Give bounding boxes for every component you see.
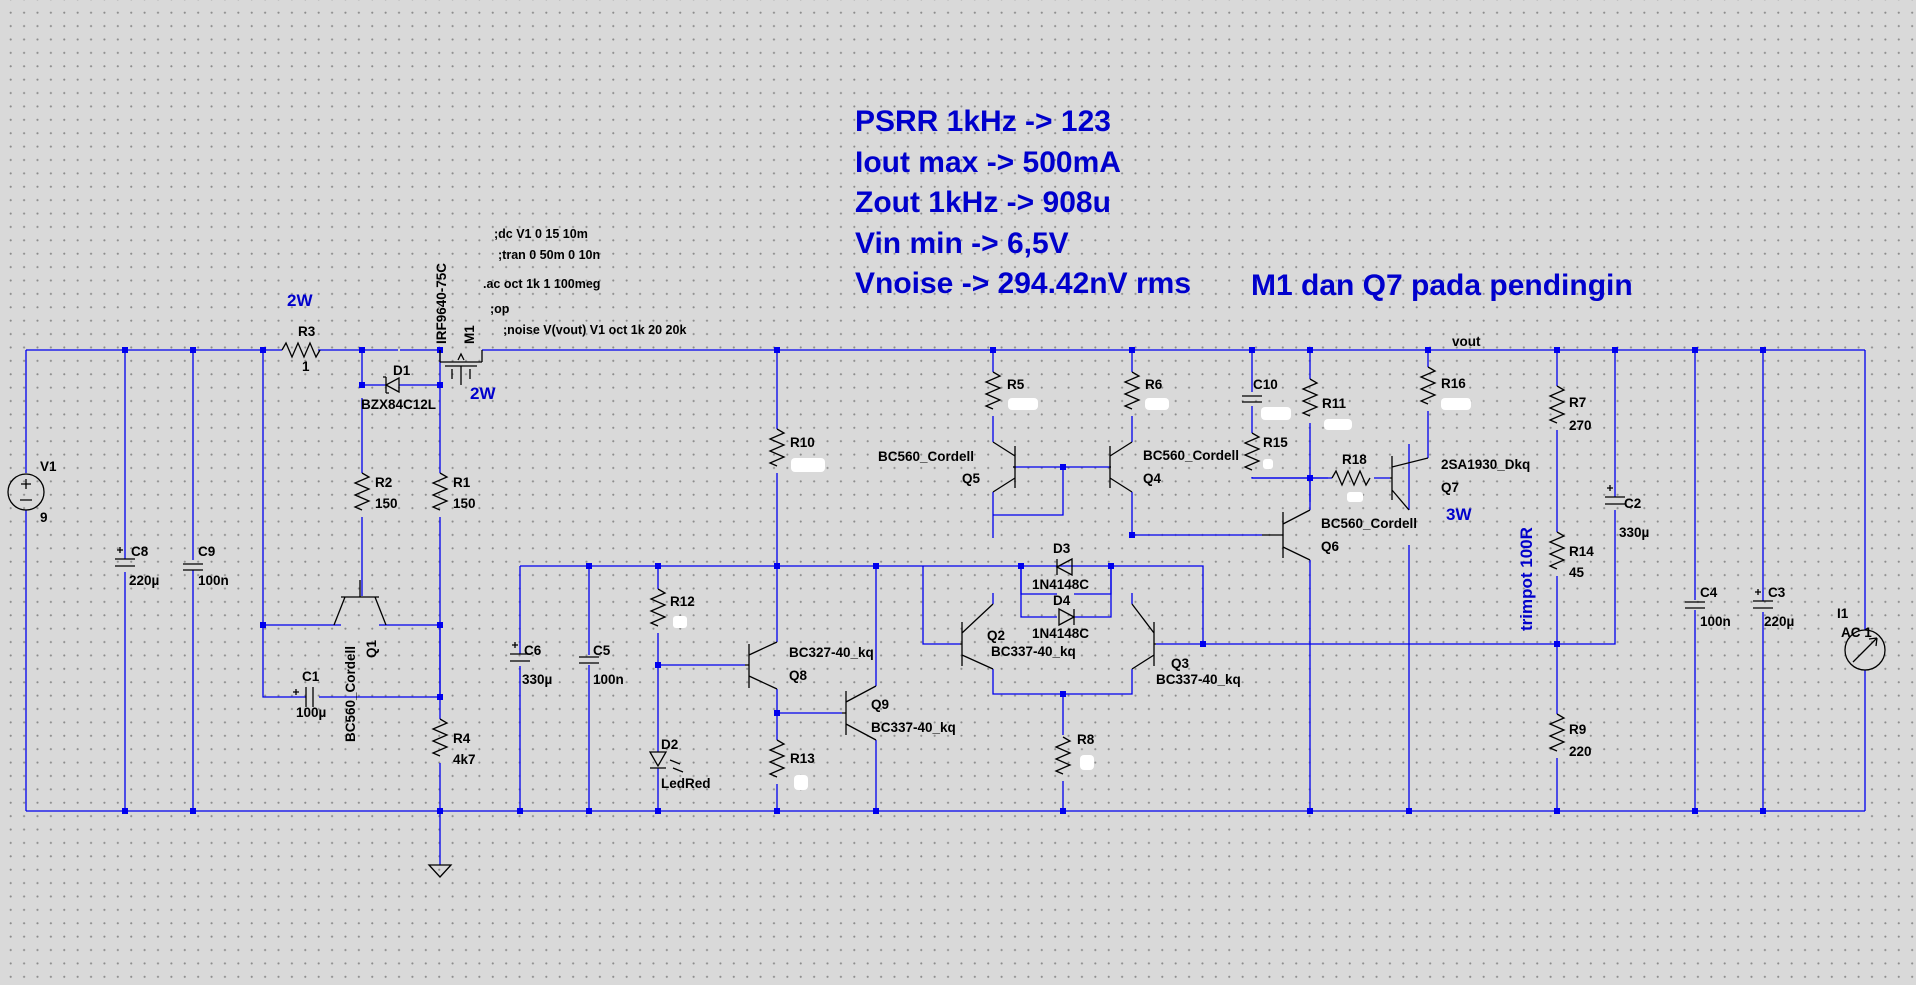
q7-value: 2SA1930_Dkq	[1441, 457, 1530, 472]
c9-name: C9	[198, 544, 215, 559]
r15-name: R15	[1263, 435, 1288, 450]
d3-value: 1N4148C	[1032, 577, 1089, 592]
d1-name: D1	[393, 363, 411, 378]
c4-value: 100n	[1700, 614, 1731, 629]
d2-value: LedRed	[661, 776, 711, 791]
r10-name: R10	[790, 435, 815, 450]
c6-name: C6	[524, 643, 542, 658]
r18-name: R18	[1342, 452, 1367, 467]
spec-psrr: PSRR 1kHz -> 123	[855, 105, 1111, 138]
r3-value: 1	[302, 359, 310, 374]
spec-vin: Vin min -> 6,5V	[855, 227, 1069, 260]
q5-name: Q5	[962, 471, 981, 486]
c2-name: C2	[1624, 496, 1641, 511]
q6-name: Q6	[1321, 539, 1340, 554]
r9-value: 220	[1569, 744, 1592, 759]
power-notes: 2W 2W 3W trimpot 100R vout	[287, 291, 1536, 631]
directive-ac: .ac oct 1k 1 100meg	[483, 277, 600, 291]
m1-name: M1	[462, 325, 477, 344]
q1-value: BC560_Cordell	[343, 646, 358, 742]
directive-tran: ;tran 0 50m 0 10n	[498, 248, 600, 262]
r11-name: R11	[1322, 396, 1347, 411]
q5-value: BC560_Cordell	[878, 449, 974, 464]
q7-name: Q7	[1441, 480, 1459, 495]
r2-name: R2	[375, 475, 392, 490]
net-vout-label: vout	[1452, 334, 1481, 349]
r14-name: R14	[1569, 544, 1594, 559]
spice-directives: ;dc V1 0 15 10m ;tran 0 50m 0 10n .ac oc…	[483, 227, 686, 337]
r5-name: R5	[1007, 377, 1025, 392]
r7-name: R7	[1569, 395, 1586, 410]
r4-value: 4k7	[453, 752, 476, 767]
junctions	[122, 347, 1766, 814]
q2-value: BC337-40_kq	[991, 644, 1076, 659]
d4-value: 1N4148C	[1032, 626, 1089, 641]
c2-value: 330µ	[1619, 525, 1649, 540]
spec-vnoise: Vnoise -> 294.42nV rms	[855, 267, 1191, 300]
q9-value: BC337-40_kq	[871, 720, 956, 735]
v1-value: 9	[40, 510, 48, 525]
q3-value: BC337-40_kq	[1156, 672, 1241, 687]
spec-notes: PSRR 1kHz -> 123 Iout max -> 500mA Zout …	[855, 105, 1633, 302]
q8-value: BC327-40_kq	[789, 645, 874, 660]
component-labels: V1 9 C8 220µ C9 100n R3 1 D1 BZX84C12L M…	[40, 263, 1872, 791]
d1-value: BZX84C12L	[361, 397, 436, 412]
c1-name: C1	[302, 669, 320, 684]
d2-name: D2	[661, 737, 678, 752]
r2-value: 150	[375, 496, 398, 511]
c3-value: 220µ	[1764, 614, 1794, 629]
q4-name: Q4	[1143, 471, 1162, 486]
r14-value: 45	[1569, 565, 1585, 580]
i1-value: AC 1	[1841, 625, 1872, 640]
directive-noise: ;noise V(vout) V1 oct 1k 20 20k	[503, 323, 686, 337]
m1-power-note: 2W	[470, 384, 496, 403]
r13-name: R13	[790, 751, 815, 766]
r4-name: R4	[453, 731, 471, 746]
symbols	[7, 341, 1886, 878]
r9-name: R9	[1569, 722, 1586, 737]
m1-value: IRF9640-75C	[434, 263, 449, 344]
r12-name: R12	[670, 594, 695, 609]
r7-value: 270	[1569, 418, 1592, 433]
wires	[25, 349, 1866, 865]
q7-power-note: 3W	[1446, 505, 1472, 524]
d3-name: D3	[1053, 541, 1071, 556]
r6-name: R6	[1145, 377, 1163, 392]
r3-name: R3	[298, 324, 316, 339]
c3-name: C3	[1768, 585, 1786, 600]
q2-name: Q2	[987, 628, 1005, 643]
q8-name: Q8	[789, 668, 808, 683]
heatsink-note: M1 dan Q7 pada pendingin	[1251, 269, 1633, 302]
spec-zout: Zout 1kHz -> 908u	[855, 186, 1111, 219]
r1-value: 150	[453, 496, 476, 511]
c9-value: 100n	[198, 573, 229, 588]
q3-name: Q3	[1171, 656, 1190, 671]
c8-name: C8	[131, 544, 149, 559]
directive-dc: ;dc V1 0 15 10m	[494, 227, 588, 241]
r8-name: R8	[1077, 732, 1095, 747]
q1-name: Q1	[364, 639, 379, 658]
q9-name: Q9	[871, 697, 889, 712]
r16-name: R16	[1441, 376, 1466, 391]
c1-value: 100µ	[296, 705, 326, 720]
q4-value: BC560_Cordell	[1143, 448, 1239, 463]
i1-name: I1	[1837, 606, 1849, 621]
spec-iout: Iout max -> 500mA	[855, 146, 1121, 179]
c5-name: C5	[593, 643, 611, 658]
c6-value: 330µ	[522, 672, 552, 687]
c4-name: C4	[1700, 585, 1718, 600]
q6-value: BC560_Cordell	[1321, 516, 1417, 531]
trimpot-note: trimpot 100R	[1517, 527, 1536, 631]
redacted-value-patches	[673, 398, 1471, 790]
d4-name: D4	[1053, 593, 1071, 608]
v1-name: V1	[40, 459, 57, 474]
c10-name: C10	[1253, 377, 1278, 392]
r3-power-note: 2W	[287, 291, 313, 310]
r1-name: R1	[453, 475, 471, 490]
directive-op: ;op	[490, 302, 510, 316]
c5-value: 100n	[593, 672, 624, 687]
c8-value: 220µ	[129, 573, 159, 588]
